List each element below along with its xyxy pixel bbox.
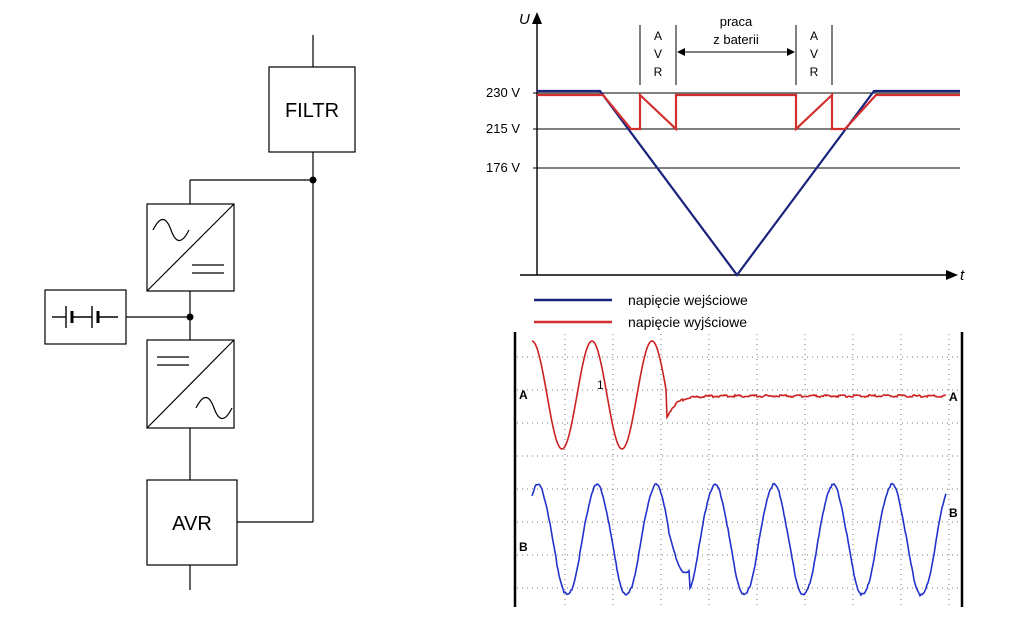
avr-letter-a: A [654,29,662,43]
avr-block [146,479,238,566]
ac-wave-icon [195,396,233,420]
trigger-marker: 1 [597,378,604,392]
rectifier-block [146,203,235,292]
avr-letter-r: R [810,65,819,79]
battery-icon [52,306,118,328]
channel-a-trace [531,340,947,450]
x-axis-arrow-icon [946,270,958,280]
arrow-left-icon [677,48,685,56]
level-label-215: 215 V [486,121,520,136]
inverter-block [146,339,235,429]
battery-label-line1: praca [720,14,753,29]
channel-a-label-left: A [519,388,528,402]
avr-letter-r: R [654,65,663,79]
y-axis-arrow-icon [532,12,542,24]
channel-a-label-right: A [949,390,958,404]
x-axis-label: t [960,267,965,284]
avr-letter-a: A [810,29,818,43]
filter-label: FILTR [285,100,339,122]
junction-dot [186,313,194,321]
ac-wave-icon [152,218,190,242]
filter-block [268,66,356,153]
oscilloscope-screen: A A B B 1 [513,332,964,607]
channel-b-trace [531,482,947,598]
voltage-chart: U t 230 V 215 V 176 V A V R A V R praca … [486,11,965,284]
avr-letter-v: V [654,47,662,61]
avr-letter-v: V [810,47,818,61]
channel-b-label-left: B [519,540,528,554]
legend-label-input: napięcie wejściowe [628,292,748,308]
channel-b-label-right: B [949,506,958,520]
battery-label-line2: z baterii [713,32,759,47]
arrow-right-icon [787,48,795,56]
junction-dot [309,176,317,184]
output-voltage-line [537,92,960,132]
legend-label-output: napięcie wyjściowe [628,314,747,330]
input-voltage-line [537,89,960,277]
avr-block-label: AVR [172,513,212,535]
level-label-176: 176 V [486,160,520,175]
y-axis-label: U [519,11,530,28]
level-label-230: 230 V [486,85,520,100]
legend: napięcie wejściowe napięcie wyjściowe [534,292,748,330]
oscilloscope-grid [517,334,960,605]
battery-block [44,289,127,345]
